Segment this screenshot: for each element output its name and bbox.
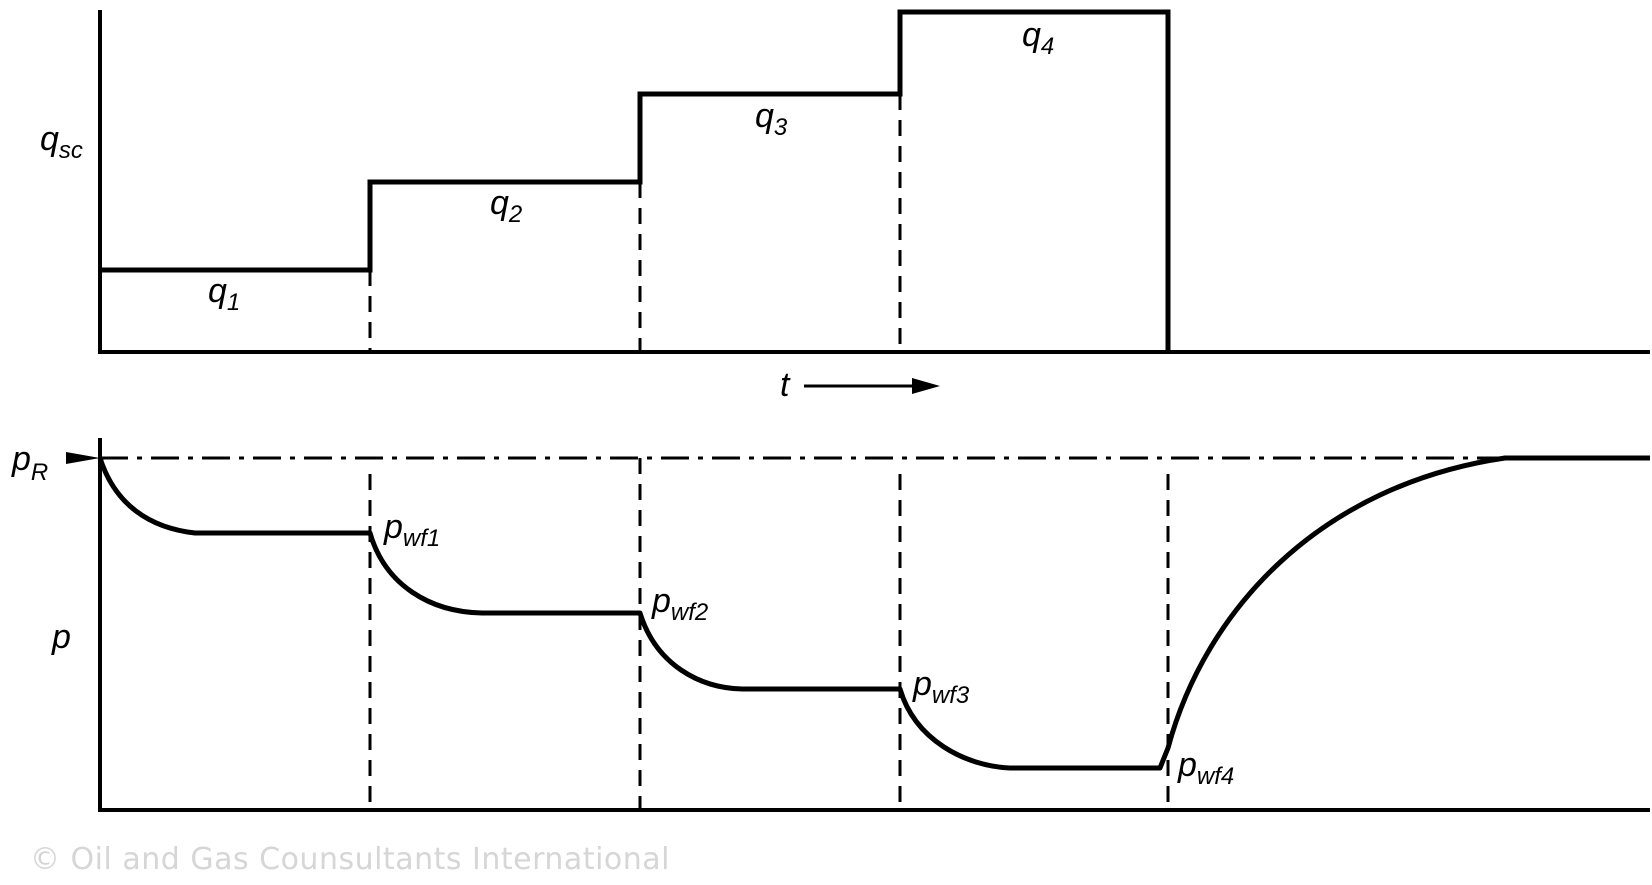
pwf1-label: pwf1 <box>383 508 440 552</box>
time-arrow-label: t <box>780 366 791 404</box>
rate-label-4: q4 <box>1022 16 1054 60</box>
pwf3-label: pwf3 <box>912 665 970 709</box>
pwf2-label: pwf2 <box>651 582 708 626</box>
rate-step-line <box>100 9 1171 352</box>
copyright-watermark: © Oil and Gas Counsultants International <box>30 842 670 877</box>
rate-label-2: q2 <box>490 184 522 228</box>
time-arrow-head <box>912 378 940 394</box>
reservoir-pressure-arrow <box>66 452 100 464</box>
pwf4-label: pwf4 <box>1177 746 1234 790</box>
time-arrow: t <box>780 366 940 404</box>
rate-axis-label: qsc <box>40 120 83 164</box>
pressure-axis-label: p <box>51 618 71 656</box>
rate-panel: qsc q1 q2 q3 q4 <box>40 9 1650 354</box>
pressure-response-curve <box>97 455 1650 771</box>
rate-label-3: q3 <box>755 97 788 141</box>
reservoir-pressure-label: pR <box>11 440 48 486</box>
rate-label-1: q1 <box>208 272 240 316</box>
pressure-panel: pR p pwf1 pwf2 pwf3 pwf4 <box>11 438 1650 812</box>
